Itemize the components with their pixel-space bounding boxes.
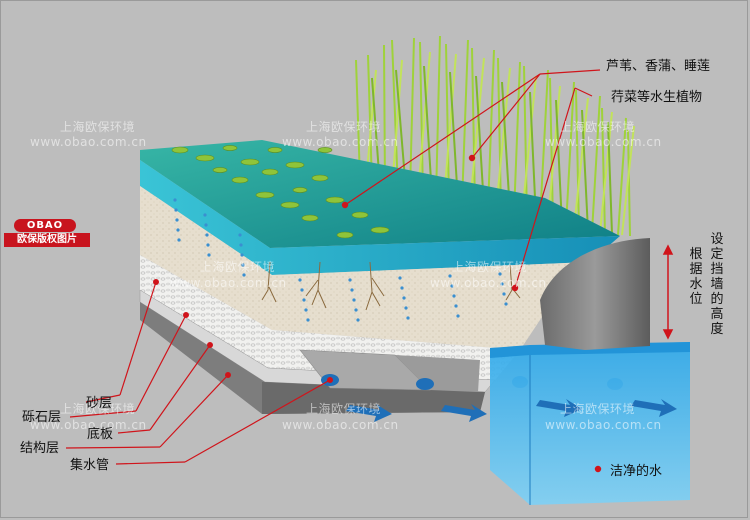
gravel-layer-block [140, 255, 520, 380]
label-base-plate: 底板 [87, 427, 114, 442]
water-surface [140, 140, 620, 248]
water-level-arrow [662, 244, 674, 340]
label-plants-line1: 芦苇、香蒲、睡莲 [606, 59, 711, 74]
water-front-face [140, 160, 620, 275]
label-water-level-line1: 根据水位 [689, 247, 703, 307]
label-sand-layer: 砂层 [86, 396, 113, 411]
label-collection-pipe: 集水管 [70, 458, 110, 473]
clean-water-tank [490, 342, 690, 505]
label-gravel-layer: 砾石层 [22, 410, 62, 425]
label-clean-water: 洁净的水 [610, 464, 663, 479]
flow-arrows [346, 399, 677, 422]
logo-badge: OBAO [14, 219, 76, 232]
sand-layer-block [140, 186, 590, 350]
retaining-wall [540, 238, 650, 350]
infiltration-flow-graphic [173, 198, 508, 322]
label-plants-line2: 荇菜等水生植物 [611, 90, 703, 105]
obao-logo: OBAO 欧保版权图片 [2, 219, 92, 249]
lily-pads-graphic [171, 145, 390, 239]
label-water-level-line2: 设定挡墙的高度 [710, 232, 724, 337]
pointer-lines [65, 69, 602, 473]
label-structure-layer: 结构层 [20, 441, 60, 456]
logo-copyright-text: 欧保版权图片 [4, 233, 90, 247]
structure-layer-block [140, 302, 485, 414]
aquatic-plants-graphic [355, 35, 635, 237]
